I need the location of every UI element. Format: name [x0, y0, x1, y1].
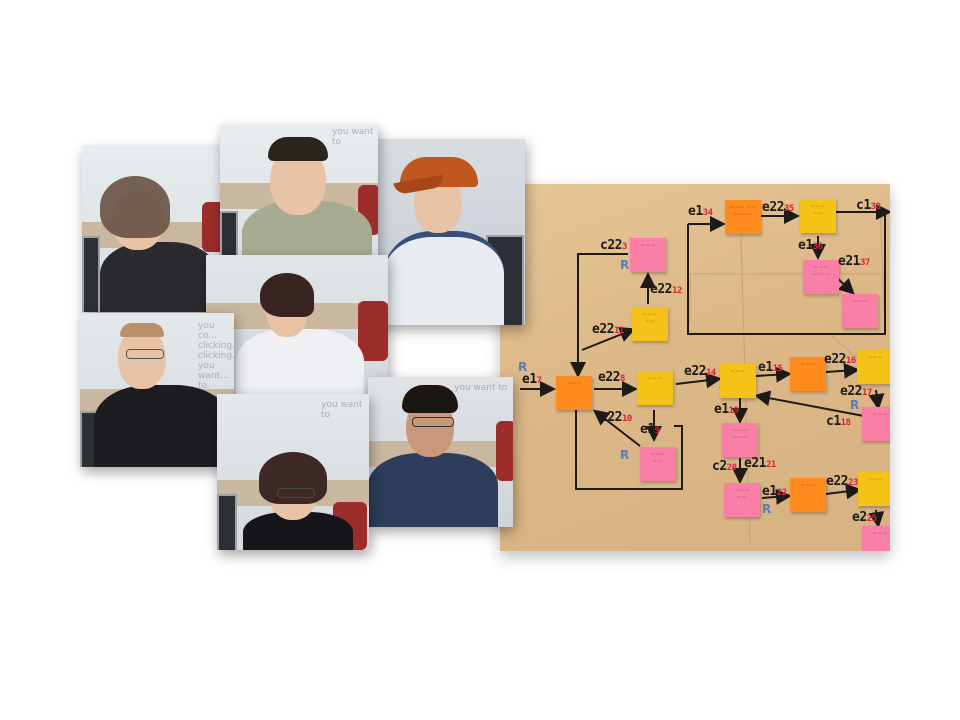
sticky-note-yellow: ~~~ — [637, 371, 673, 405]
sticky-note-orange: ~~~ — [790, 357, 826, 391]
edge-label: c138 — [856, 198, 881, 213]
edge-label: e119 — [714, 402, 739, 417]
role-mark: R — [620, 258, 630, 272]
edge-label: e19 — [640, 422, 660, 437]
hair — [120, 323, 164, 337]
sticky-note-orange: ~~~ — [556, 376, 592, 410]
screen-text: you co... clicking... clicking... you wa… — [198, 321, 234, 391]
hair — [268, 137, 328, 161]
arrows — [520, 204, 890, 528]
edge-label: c118 — [826, 414, 851, 429]
edge-label: e115 — [758, 360, 783, 375]
monitor — [82, 236, 100, 312]
sticky-note-yellow: ~~~ — [720, 364, 756, 398]
participant-video-frame — [206, 255, 388, 400]
edge-label: e122 — [762, 484, 787, 499]
edge-label: e2217 — [840, 384, 872, 399]
sticky-note-pink: ~~~ — [862, 407, 890, 441]
sticky-note-pink: ~~~ — [630, 238, 666, 272]
hair — [100, 176, 170, 238]
edge-label: e17 — [522, 372, 542, 387]
sticky-note-orange: ~~~ ~~~~~~ — [725, 200, 761, 234]
screen-text: you want to — [454, 383, 508, 393]
edge-label: e2235 — [762, 200, 794, 215]
participant-video-frame — [82, 146, 222, 312]
glasses — [126, 349, 164, 359]
edge-label: e228 — [598, 370, 625, 385]
sticky-note-orange: ~~~ — [790, 478, 826, 512]
sticky-note-yellow: ~~~ — [857, 350, 890, 384]
edge-label: c220 — [712, 459, 737, 474]
glasses — [412, 417, 454, 427]
edge-label: e134 — [688, 204, 713, 219]
edge-label: e136 — [798, 238, 823, 253]
role-mark: R — [518, 360, 528, 374]
participant-video-frame: you want to — [217, 394, 369, 550]
screen-text: you want to — [321, 400, 363, 420]
whiteboard-diagram: ~~~ ~~~~~~ ~~~~~ ~~~ ~~~~~~~ ~~~ ~~~~~ ~… — [500, 184, 890, 551]
sticky-note-pink: ~~~ — [842, 294, 878, 328]
edge-label: e2223 — [826, 474, 858, 489]
participant-video-frame — [378, 139, 525, 325]
role-mark: R — [620, 448, 630, 462]
sticky-note-pink: ~~~~~~~ — [803, 260, 839, 294]
hair — [402, 385, 458, 413]
sticky-note-pink: ~~~~~~ — [722, 423, 758, 457]
sticky-note-yellow: ~~~~~ — [632, 307, 668, 341]
edge-label: e2211 — [592, 322, 624, 337]
role-mark: R — [850, 398, 860, 412]
arrow-layer — [520, 203, 890, 545]
edge-label: e2212 — [650, 282, 682, 297]
edge-label: c2210 — [600, 410, 632, 425]
sticky-note-yellow: ~~~~~ — [800, 199, 836, 233]
participant-video-frame: you want to — [220, 125, 378, 273]
edge-label: c223 — [600, 238, 627, 253]
sticky-note-pink: ~~~~~ — [640, 447, 676, 481]
sticky-note-pink: ~~~ — [862, 526, 890, 551]
sticky-note-pink: ~~~~~ — [724, 483, 760, 517]
glasses — [277, 488, 315, 498]
edge-label: e2216 — [824, 352, 856, 367]
participant-video-frame: you co... clicking... clicking... you wa… — [80, 313, 234, 467]
edge-label: e2214 — [684, 364, 716, 379]
monitor — [217, 494, 237, 550]
edge-label: e225 — [852, 510, 877, 525]
screen-text: you want to — [332, 127, 374, 147]
edge-label: e2137 — [838, 254, 870, 269]
edge-label: e2121 — [744, 456, 776, 471]
sticky-note-yellow: ~~~ — [858, 472, 890, 506]
hair — [260, 273, 314, 317]
hair — [259, 452, 327, 504]
participant-video-frame: you want to — [368, 377, 513, 527]
role-mark: R — [762, 502, 772, 516]
